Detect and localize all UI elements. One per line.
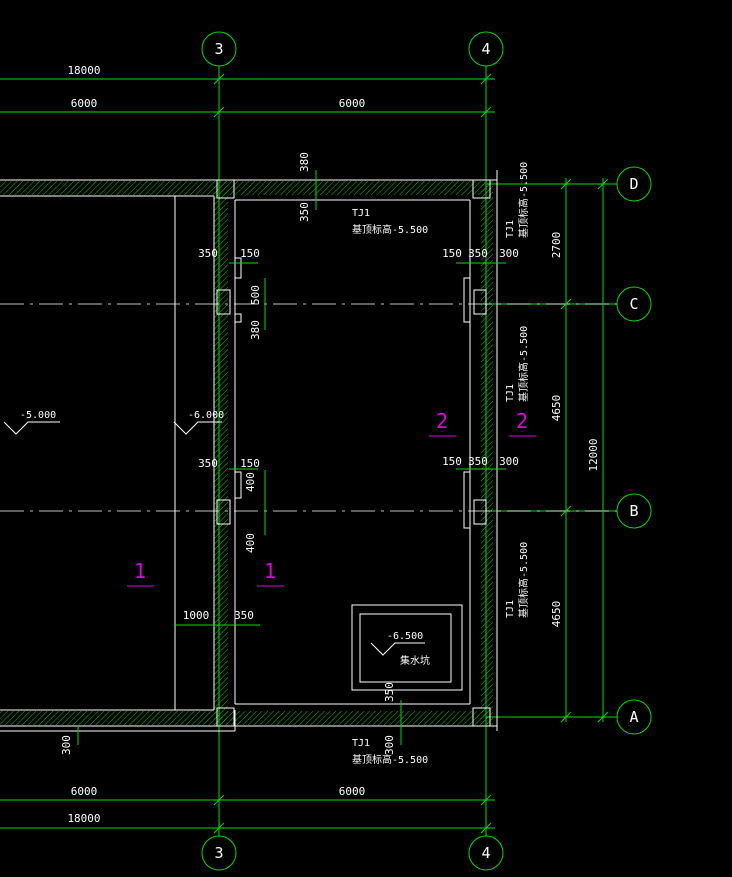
svg-text:C: C	[629, 295, 638, 313]
axis-bubble-C: C	[616, 286, 652, 322]
svg-text:TJ1: TJ1	[352, 738, 370, 749]
axis-bubble-top-3: 3	[201, 31, 237, 67]
svg-text:2700: 2700	[550, 232, 563, 259]
svg-text:-6.500: -6.500	[387, 631, 423, 642]
svg-text:4650: 4650	[550, 395, 563, 422]
svg-text:3: 3	[214, 844, 223, 862]
room-numbers: 1 1 2 2	[127, 409, 536, 587]
svg-text:集水坑: 集水坑	[400, 654, 430, 667]
svg-text:1: 1	[134, 559, 146, 583]
svg-text:350: 350	[468, 455, 488, 468]
outlines	[0, 170, 498, 732]
svg-text:3: 3	[214, 40, 223, 58]
axis-bubble-bottom-4: 4	[468, 835, 504, 871]
svg-text:D: D	[629, 175, 638, 193]
svg-text:基顶标高-5.500: 基顶标高-5.500	[352, 223, 428, 236]
svg-text:1: 1	[264, 559, 276, 583]
svg-text:TJ1: TJ1	[505, 600, 516, 618]
svg-text:A: A	[629, 708, 638, 726]
svg-text:6000: 6000	[339, 785, 366, 798]
svg-text:2: 2	[516, 409, 528, 433]
svg-text:TJ1: TJ1	[505, 220, 516, 238]
svg-text:380: 380	[249, 320, 262, 340]
svg-text:4: 4	[481, 40, 490, 58]
svg-text:6000: 6000	[339, 97, 366, 110]
svg-text:4650: 4650	[550, 601, 563, 628]
bottom-dimensions: 6000 6000 18000	[0, 785, 495, 834]
elevation-markers: -5.000 -6.000 -6.500 集水坑	[3, 410, 430, 667]
svg-text:1000: 1000	[183, 609, 210, 622]
top-dimensions: 18000 6000 6000	[0, 64, 495, 118]
svg-text:基顶标高-5.500: 基顶标高-5.500	[517, 162, 530, 238]
svg-text:18000: 18000	[67, 812, 100, 825]
svg-text:350: 350	[298, 202, 311, 222]
svg-text:-5.000: -5.000	[20, 410, 56, 421]
svg-text:TJ1: TJ1	[352, 208, 370, 219]
svg-text:基顶标高-5.500: 基顶标高-5.500	[352, 753, 428, 766]
svg-text:300: 300	[499, 247, 519, 260]
svg-text:300: 300	[499, 455, 519, 468]
svg-text:12000: 12000	[587, 438, 600, 471]
svg-text:2: 2	[436, 409, 448, 433]
svg-text:150: 150	[240, 247, 260, 260]
axis-bubble-top-4: 4	[468, 31, 504, 67]
svg-text:基顶标高-5.500: 基顶标高-5.500	[517, 542, 530, 618]
svg-text:-6.000: -6.000	[188, 410, 224, 421]
svg-text:B: B	[629, 502, 638, 520]
walls	[0, 181, 493, 725]
svg-text:400: 400	[244, 533, 257, 553]
svg-text:4: 4	[481, 844, 490, 862]
axis-bubble-A: A	[616, 699, 652, 735]
svg-text:基顶标高-5.500: 基顶标高-5.500	[517, 326, 530, 402]
svg-text:TJ1: TJ1	[505, 384, 516, 402]
axis-bubble-bottom-3: 3	[201, 835, 237, 871]
svg-text:150: 150	[240, 457, 260, 470]
svg-text:150: 150	[442, 247, 462, 260]
svg-text:500: 500	[249, 285, 262, 305]
svg-text:350: 350	[198, 457, 218, 470]
svg-text:350: 350	[234, 609, 254, 622]
svg-text:350: 350	[383, 682, 396, 702]
svg-text:6000: 6000	[71, 785, 98, 798]
sump-pit	[351, 604, 463, 691]
svg-text:350: 350	[198, 247, 218, 260]
right-dimensions: 2700 4650 4650 12000	[550, 178, 609, 723]
svg-text:300: 300	[383, 735, 396, 755]
svg-text:6000: 6000	[71, 97, 98, 110]
svg-text:300: 300	[60, 735, 73, 755]
svg-text:150: 150	[442, 455, 462, 468]
svg-text:400: 400	[244, 472, 257, 492]
svg-text:18000: 18000	[67, 64, 100, 77]
detail-dimensions: 380 350 350 150 500 380 150 350 300 350 …	[60, 152, 519, 755]
axis-bubble-D: D	[616, 166, 652, 202]
tj1-labels: TJ1 基顶标高-5.500 TJ1 基顶标高-5.500 TJ1 基顶标高-5…	[352, 162, 530, 766]
svg-text:350: 350	[468, 247, 488, 260]
svg-text:380: 380	[298, 152, 311, 172]
axis-bubble-B: B	[616, 493, 652, 529]
